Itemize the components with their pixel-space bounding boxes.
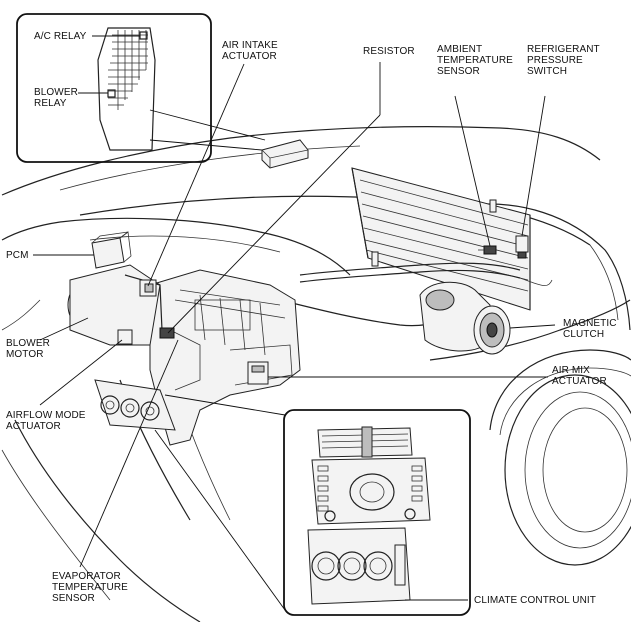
evaporator-temperature-sensor-label: EVAPORATOR TEMPERATURE SENSOR — [52, 571, 128, 604]
resistor-label: RESISTOR — [363, 46, 415, 57]
refrigerant-pressure-switch — [515, 235, 529, 259]
air-intake-actuator-label: AIR INTAKE ACTUATOR — [222, 40, 278, 62]
climate-control-unit-label: CLIMATE CONTROL UNIT — [474, 595, 597, 606]
ac-relay-label: A/C RELAY — [34, 31, 87, 42]
hvac-unit — [67, 264, 301, 446]
compressor — [419, 281, 511, 355]
relay-block — [261, 139, 309, 169]
condenser — [351, 167, 531, 311]
ambient-temperature-sensor-label: AMBIENT TEMPERATURE SENSOR — [437, 44, 513, 77]
relay-block-inset — [16, 13, 266, 163]
pcm-module — [91, 231, 132, 269]
magnetic-clutch-label: MAGNETIC CLUTCH — [563, 318, 617, 340]
pcm-label: PCM — [6, 250, 29, 261]
leader-lines — [33, 35, 556, 601]
refrigerant-pressure-switch-label: REFRIGERANT PRESSURE SWITCH — [527, 44, 600, 77]
airflow-mode-actuator-label: AIRFLOW MODE ACTUATOR — [6, 410, 86, 432]
air-mix-actuator-label: AIR MIX ACTUATOR — [552, 365, 607, 387]
blower-relay-label: BLOWER RELAY — [34, 87, 78, 109]
climate-control-inset — [154, 394, 471, 616]
blower-motor-label: BLOWER MOTOR — [6, 338, 50, 360]
